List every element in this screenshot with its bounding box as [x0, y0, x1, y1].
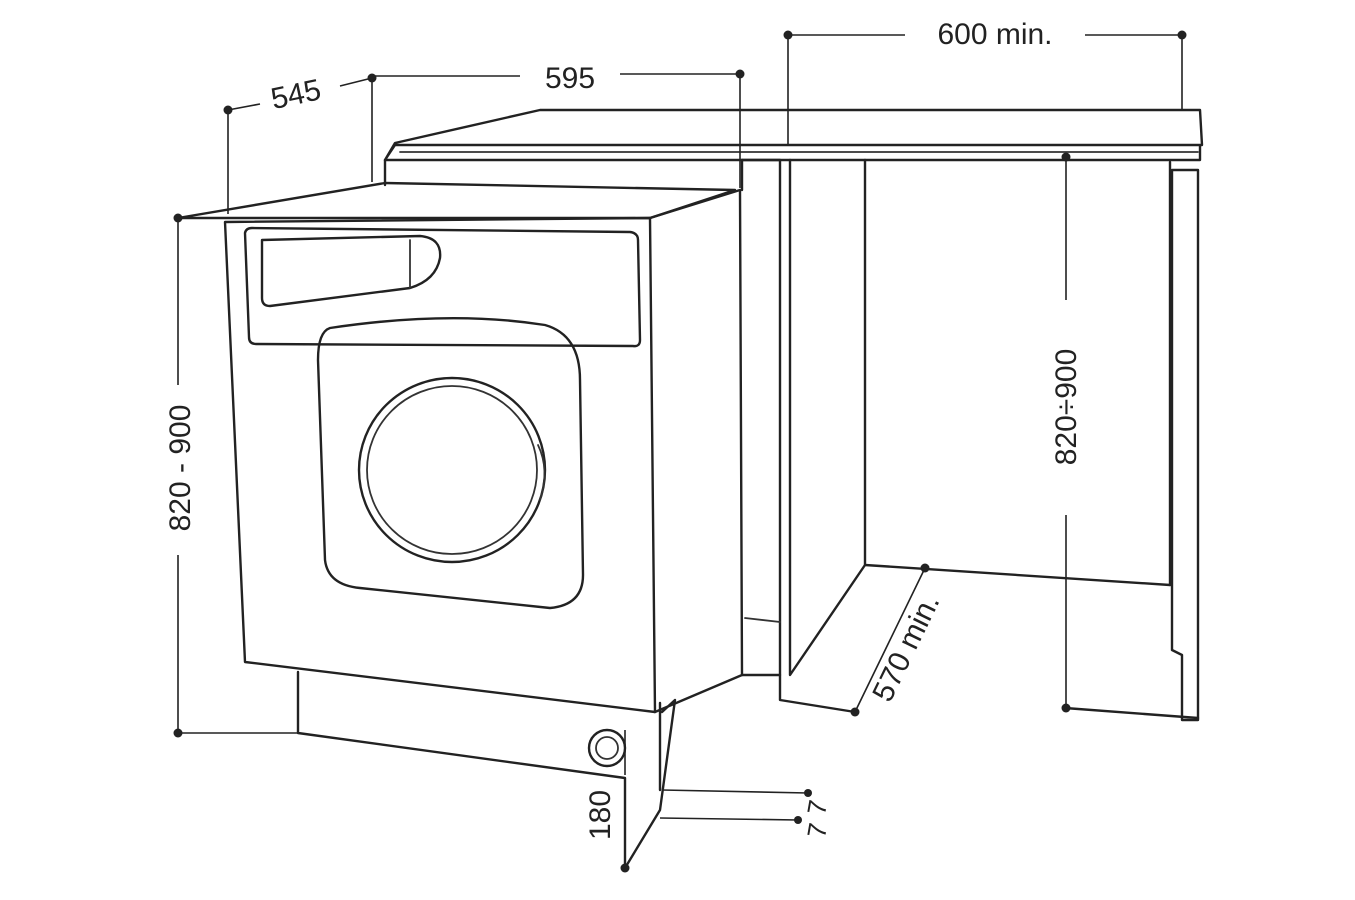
dim-dot [173, 213, 183, 223]
foot-outer [587, 728, 627, 768]
label-feet-a: 7 [801, 798, 833, 817]
dim-dot [1061, 703, 1071, 713]
porthole-inner [366, 385, 538, 555]
dim-dot [1177, 30, 1187, 40]
dim-dot [367, 73, 377, 83]
label-height: 820 - 900 [164, 405, 197, 532]
foot-inner [595, 736, 619, 760]
label-width: 595 [545, 62, 595, 95]
dim-545-line-b [339, 77, 373, 87]
porthole-outer [357, 376, 547, 564]
dim-dot [620, 863, 630, 873]
floor-front-left [778, 673, 857, 714]
dim-dot [920, 563, 930, 573]
plinth [296, 670, 677, 870]
wall-detail [744, 617, 781, 623]
control-panel [243, 226, 642, 348]
label-niche-width: 600 min. [937, 18, 1052, 51]
dim-dot [783, 30, 793, 40]
dim-dot [794, 816, 802, 824]
left-back-panel [383, 158, 744, 192]
dim-feet-a [661, 789, 809, 794]
dim-niche-depth [854, 567, 926, 713]
countertop [383, 108, 1204, 162]
floor-front-right [1063, 706, 1200, 720]
dim-feet-b [659, 817, 799, 821]
dim-545-line-a [227, 103, 261, 111]
niche-left-wall-front [740, 158, 782, 677]
kitchen-cabinet [383, 108, 1204, 722]
detergent-drawer [260, 234, 442, 308]
niche-right-panel [1170, 168, 1200, 722]
niche-left-wall [788, 158, 867, 677]
dim-dot [804, 789, 812, 797]
dim-dot [223, 105, 233, 115]
machine-side [648, 188, 744, 714]
dim-dot [735, 69, 745, 79]
label-feet-b: 7 [801, 821, 833, 840]
door-frame [316, 316, 585, 610]
dim-dot [173, 728, 183, 738]
dimension-labels: 545 595 600 min. 820 - 900 820÷900 570 m… [164, 18, 1083, 840]
door-handle [537, 444, 546, 501]
label-plinth: 180 [584, 790, 617, 840]
label-niche-height: 820÷900 [1050, 349, 1083, 466]
machine-top [176, 181, 737, 220]
niche-back-floor [863, 563, 1172, 587]
dim-dot [850, 707, 860, 717]
dim-dot [1061, 152, 1071, 162]
washing-machine [176, 181, 744, 870]
label-depth: 545 [268, 73, 324, 116]
machine-front [223, 216, 657, 714]
dimension-lines [173, 30, 1187, 873]
